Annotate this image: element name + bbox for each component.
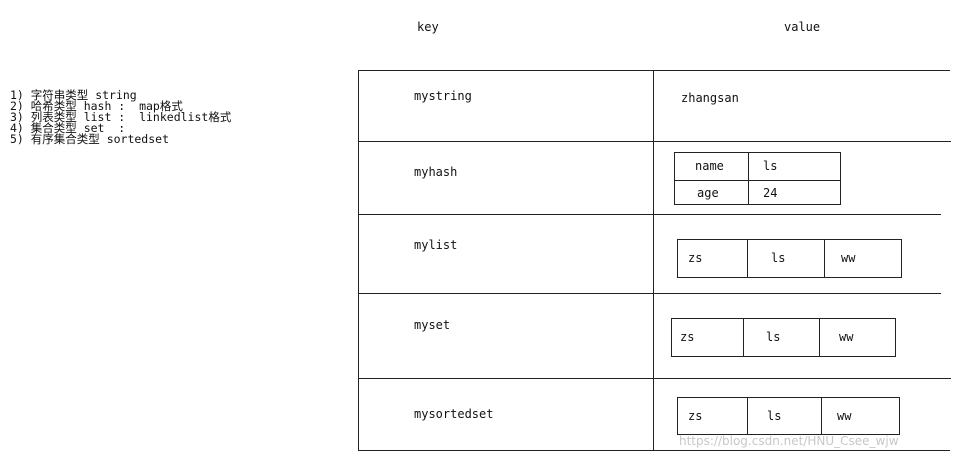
- type-item-sortedset: 5) 有序集合类型 sortedset: [10, 132, 170, 146]
- sortedset-item: ww: [837, 409, 852, 423]
- type-item-list: 3) 列表类型 list : linkedlist格式: [10, 110, 232, 124]
- list-item-divider: [747, 240, 748, 277]
- hash-value-age: 24: [763, 186, 778, 200]
- hash-row-divider: [675, 180, 840, 181]
- sortedset-item-divider: [747, 398, 748, 434]
- set-item-divider: [743, 319, 744, 356]
- sortedset-item: zs: [688, 409, 703, 423]
- row-divider: [359, 378, 951, 379]
- watermark-url: https://blog.csdn.net/HNU_Csee_wjw: [679, 434, 899, 448]
- list-item: ww: [841, 251, 856, 265]
- key-mystring: mystring: [414, 89, 472, 103]
- set-item: ww: [839, 330, 854, 344]
- hash-table: name ls age 24: [674, 152, 841, 205]
- key-myset: myset: [414, 318, 451, 332]
- value-mystring: zhangsan: [681, 91, 739, 105]
- key-mysortedset: mysortedset: [414, 407, 494, 421]
- hash-field-age: age: [697, 186, 719, 200]
- sortedset-item: ls: [767, 409, 782, 423]
- set-item: zs: [680, 330, 695, 344]
- hash-field-name: name: [695, 159, 724, 173]
- column-divider: [653, 71, 654, 450]
- row-divider: [359, 141, 951, 142]
- key-header: key: [417, 20, 439, 34]
- hash-column-divider: [748, 153, 749, 204]
- type-item-string: 1) 字符串类型 string: [10, 88, 137, 102]
- list-item: zs: [688, 251, 703, 265]
- row-divider: [359, 214, 941, 215]
- list-item-divider: [824, 240, 825, 277]
- list-items: zs ls ww: [677, 239, 902, 278]
- sortedset-items: zs ls ww: [677, 397, 900, 435]
- sortedset-item-divider: [821, 398, 822, 434]
- set-item-divider: [819, 319, 820, 356]
- list-item: ls: [771, 251, 786, 265]
- value-header: value: [784, 20, 821, 34]
- data-types-list: 1) 字符串类型 string 2) 哈希类型 hash : map格式 3) …: [10, 88, 232, 146]
- type-item-hash: 2) 哈希类型 hash : map格式: [10, 99, 183, 113]
- set-item: ls: [766, 330, 781, 344]
- set-items: zs ls ww: [671, 318, 896, 357]
- key-mylist: mylist: [414, 238, 458, 252]
- row-divider: [359, 293, 941, 294]
- hash-value-name: ls: [763, 159, 778, 173]
- key-value-table: mystring zhangsan myhash name ls age 24 …: [358, 70, 951, 451]
- key-myhash: myhash: [414, 165, 458, 179]
- type-item-set: 4) 集合类型 set :: [10, 121, 126, 135]
